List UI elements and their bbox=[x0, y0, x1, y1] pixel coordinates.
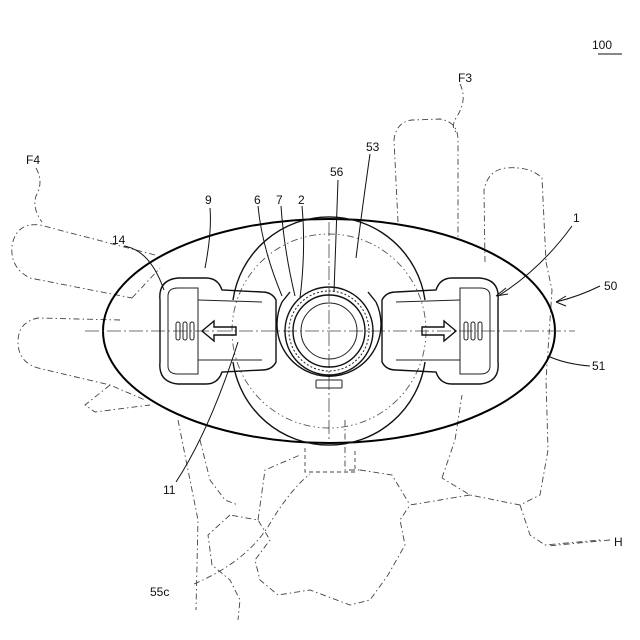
figure-ref-label: 100 bbox=[592, 38, 612, 52]
label-h: H bbox=[614, 535, 623, 549]
label-55c: 55c bbox=[150, 585, 169, 599]
label-2: 2 bbox=[298, 193, 305, 207]
hidden-tab bbox=[305, 448, 355, 472]
label-11: 11 bbox=[163, 483, 176, 497]
label-56: 56 bbox=[330, 165, 344, 179]
label-53: 53 bbox=[366, 140, 380, 154]
label-50: 50 bbox=[604, 279, 618, 293]
label-14: 14 bbox=[112, 233, 126, 247]
label-6: 6 bbox=[254, 193, 261, 207]
leader-lines bbox=[35, 54, 622, 584]
label-7: 7 bbox=[276, 193, 283, 207]
label-f4: F4 bbox=[26, 153, 40, 167]
label-1: 1 bbox=[573, 211, 580, 225]
label-f3: F3 bbox=[458, 71, 472, 85]
label-51: 51 bbox=[592, 359, 606, 373]
hand-outline bbox=[12, 119, 600, 620]
label-9: 9 bbox=[205, 193, 212, 207]
